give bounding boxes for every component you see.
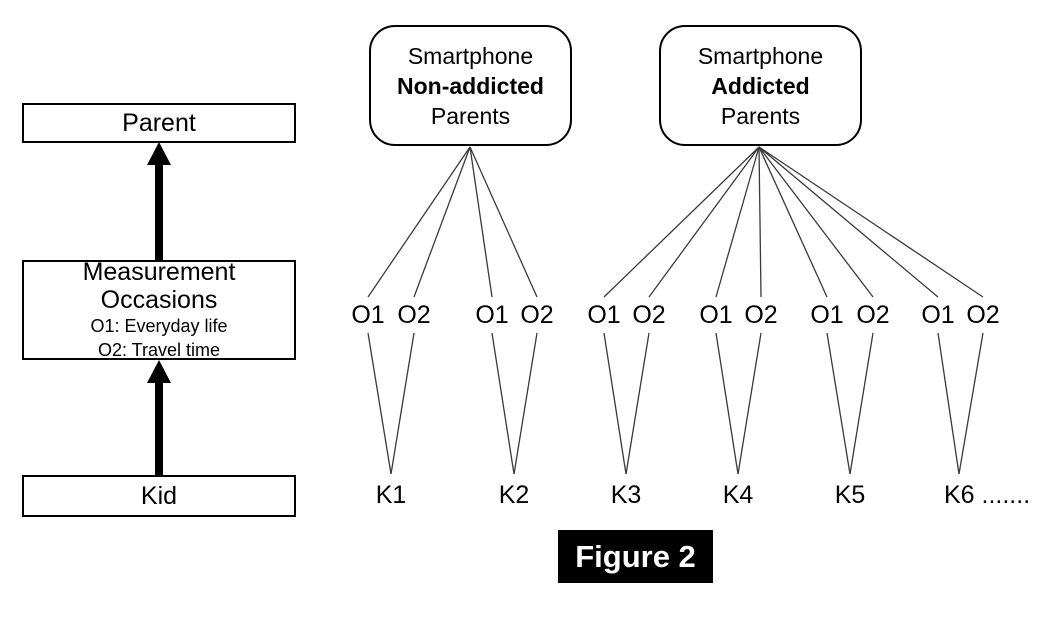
occasion-label-o1-k3: O1	[587, 301, 621, 329]
kid-box: Kid	[22, 475, 296, 517]
group1-line2: Addicted	[711, 72, 810, 99]
kid-label-k6: K6 .......	[944, 481, 1031, 509]
parent-box-label: Parent	[122, 109, 196, 137]
addicted-parents-box: Smartphone Addicted Parents	[659, 25, 862, 146]
occasion-label-o2-k2: O2	[520, 301, 554, 329]
fan-lines-addicted	[603, 146, 984, 298]
occasion-label-o1-k5: O1	[810, 301, 844, 329]
measurement-occasion1-label: O1: Everyday life	[90, 316, 228, 336]
kid-label-k1: K1	[375, 481, 407, 509]
group0-line1: Smartphone	[407, 42, 534, 69]
kid-label-k5: K5	[834, 481, 866, 509]
occasion-label-o1-k1: O1	[351, 301, 385, 329]
group0-line2: Non-addicted	[397, 72, 544, 99]
kid-label-k3: K3	[610, 481, 642, 509]
occasion-label-o2-k3: O2	[632, 301, 666, 329]
arrow-kid-to-measurement	[147, 360, 171, 475]
measurement-occasions-box: Measurement Occasions O1: Everyday life …	[22, 258, 296, 360]
v-lines-kids	[367, 332, 984, 475]
occasion-label-o2-k6: O2	[966, 301, 1000, 329]
kid-label-k4: K4	[722, 481, 754, 509]
group1-line3: Parents	[720, 102, 801, 129]
occasion-label-o2-k1: O2	[397, 301, 431, 329]
kid-box-label: Kid	[140, 482, 178, 510]
non-addicted-parents-box: Smartphone Non-addicted Parents	[369, 25, 572, 146]
occasion-label-o2-k5: O2	[856, 301, 890, 329]
occasion-label-o1-k6: O1	[921, 301, 955, 329]
occasion-label-o2-k4: O2	[744, 301, 778, 329]
arrow-measurement-to-parent	[147, 142, 171, 260]
measurement-box-title: Measurement Occasions	[82, 258, 236, 314]
figure-caption-text: Figure 2	[575, 538, 696, 574]
figure-caption: Figure 2	[558, 530, 713, 583]
group0-line3: Parents	[430, 102, 511, 129]
kid-label-k2: K2	[498, 481, 530, 509]
occasion-label-o1-k2: O1	[475, 301, 509, 329]
parent-box: Parent	[22, 103, 296, 143]
fan-lines-non-addicted	[367, 146, 538, 298]
measurement-occasion2-label: O2: Travel time	[97, 340, 221, 360]
occasion-label-o1-k4: O1	[699, 301, 733, 329]
group1-line1: Smartphone	[697, 42, 824, 69]
